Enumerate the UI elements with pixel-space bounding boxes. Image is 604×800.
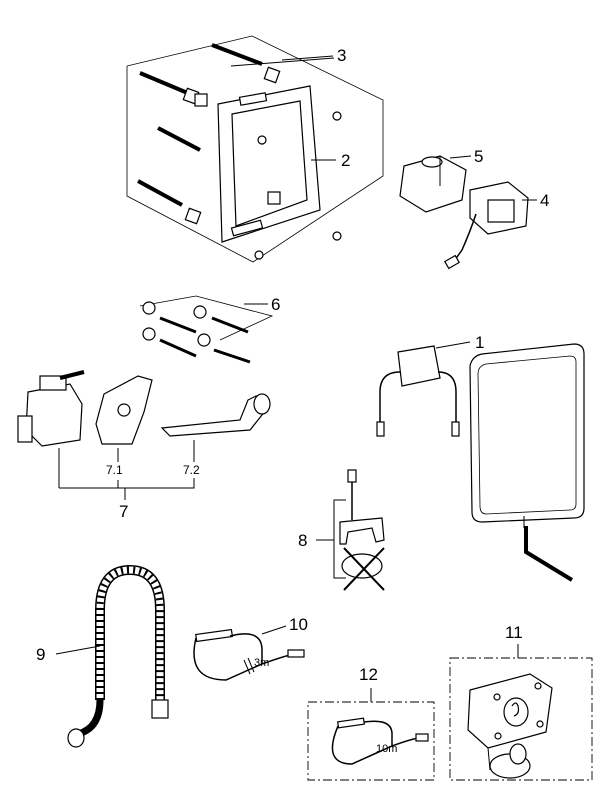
callout-7-1: 7.1: [106, 463, 123, 477]
callout-1: 1: [475, 333, 484, 352]
callout-12: 12: [359, 665, 378, 684]
callout-4: 4: [540, 191, 549, 210]
callout-7-2: 7.2: [183, 463, 200, 477]
callout-6: 6: [271, 295, 280, 314]
valve-bracket-icon: [95, 375, 153, 445]
option-box-12: [307, 701, 435, 781]
hex-key-icon: [524, 526, 574, 582]
installation-box-icon: [399, 155, 467, 213]
anchor-bolt-icon: [137, 43, 281, 225]
electronics-module-icon: [376, 345, 460, 437]
glass-panel-icon: [469, 343, 585, 523]
extension-cable-icon: [331, 717, 429, 765]
callout-10: 10: [289, 615, 308, 634]
callout-9: 9: [36, 645, 45, 664]
callout-2: 2: [341, 151, 350, 170]
screw-set-icon: [139, 295, 274, 364]
mounting-frame-icon: [126, 35, 384, 263]
support-bracket-icon: [160, 393, 271, 437]
hose-icon: [67, 564, 169, 748]
callout-7: 7: [119, 502, 128, 521]
callout-3: 3: [337, 46, 346, 65]
cable-length-12: 10m: [376, 743, 397, 755]
callout-5: 5: [474, 147, 483, 166]
cable-adapter-icon: [339, 469, 385, 591]
solenoid-valve-icon: [17, 370, 85, 447]
cable-icon: [193, 628, 305, 681]
power-unit-icon: [443, 181, 529, 270]
cable-length-10: 3m: [254, 657, 269, 669]
option-box-11: [449, 657, 593, 781]
battery-box-icon: [467, 673, 553, 779]
callout-8: 8: [298, 531, 307, 550]
callout-11: 11: [505, 623, 523, 642]
